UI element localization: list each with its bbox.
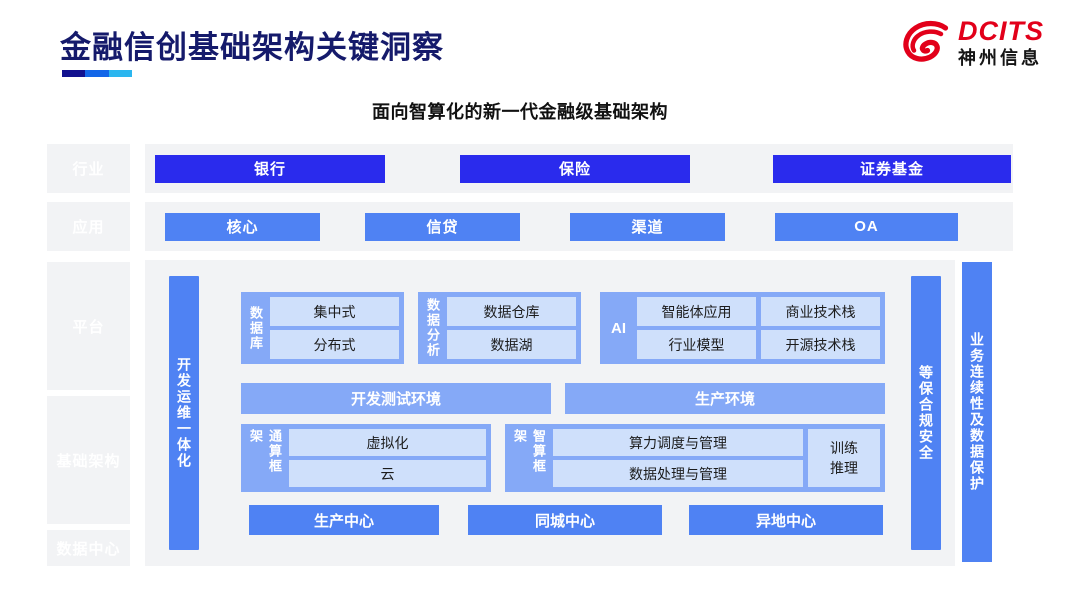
pillar-devops-label: 开发运维一体化 <box>176 357 192 469</box>
title-underline-rule <box>62 70 132 77</box>
row-label-application: 应用 <box>47 202 130 251</box>
page-subtitle: 面向智算化的新一代金融级基础架构 <box>372 102 668 122</box>
application-items: 核心 信贷 渠道 OA <box>145 202 1013 251</box>
group-intelligent-compute-label: 智算框架 <box>512 429 546 474</box>
page-subtitle-wrap: 面向智算化的新一代金融级基础架构 <box>0 98 1080 124</box>
app-item-core[interactable]: 核心 <box>165 212 320 241</box>
rule-segment-1 <box>62 70 86 77</box>
ai-cell-industry-model[interactable]: 行业模型 <box>637 330 756 359</box>
ai-cell-commercial-stack[interactable]: 商业技术栈 <box>761 297 880 326</box>
logo-text-en: DCITS <box>958 16 1044 46</box>
industry-item-bank[interactable]: 银行 <box>155 154 385 183</box>
ai-cell-agent-app[interactable]: 智能体应用 <box>637 297 756 326</box>
industry-item-securities[interactable]: 证券基金 <box>773 154 1011 183</box>
brand-logo: DCITS 神州信息 <box>902 18 1044 67</box>
industry-items: 银行 保险 证券基金 <box>145 144 1013 193</box>
group-general-compute-label: 通算框架 <box>248 429 282 474</box>
ic-train-label: 训练 <box>830 439 858 456</box>
da-cell-lake[interactable]: 数据湖 <box>447 330 576 359</box>
sidebar-label-infrastructure: 基础架构 <box>47 396 130 524</box>
row-panel-application: 核心 信贷 渠道 OA <box>145 202 1013 251</box>
db-cell-centralized[interactable]: 集中式 <box>270 297 399 326</box>
app-item-credit[interactable]: 信贷 <box>365 212 520 241</box>
center-metro[interactable]: 同城中心 <box>468 505 662 535</box>
sidebar-label-platform: 平台 <box>47 262 130 390</box>
rule-segment-2 <box>85 70 109 77</box>
pillar-business-continuity-label: 业务连续性及数据保护 <box>969 332 985 492</box>
group-intelligent-compute-framework[interactable]: 智算框架 算力调度与管理 数据处理与管理 训练 推理 <box>505 424 885 492</box>
group-data-analysis-label: 数据分析 <box>425 298 440 358</box>
env-dev-test[interactable]: 开发测试环境 <box>241 383 551 414</box>
group-ai-label: AI <box>611 319 626 337</box>
group-general-compute-framework[interactable]: 通算框架 虚拟化 云 <box>241 424 491 492</box>
industry-item-insurance[interactable]: 保险 <box>460 154 690 183</box>
group-database[interactable]: 数据库 集中式 分布式 <box>241 292 404 364</box>
ic-infer-label: 推理 <box>830 460 858 476</box>
gc-cell-virtualization[interactable]: 虚拟化 <box>289 429 486 456</box>
pillar-devops[interactable]: 开发运维一体化 <box>169 276 199 550</box>
group-ai[interactable]: AI 智能体应用 行业模型 商业技术栈 开源技术栈 <box>600 292 885 364</box>
pillar-business-continuity[interactable]: 业务连续性及数据保护 <box>962 262 992 562</box>
ai-cell-opensource-stack[interactable]: 开源技术栈 <box>761 330 880 359</box>
env-production[interactable]: 生产环境 <box>565 383 885 414</box>
center-remote[interactable]: 异地中心 <box>689 505 883 535</box>
pillar-compliance-label: 等保合规安全 <box>918 365 934 461</box>
rule-segment-3 <box>108 70 132 77</box>
group-data-analysis[interactable]: 数据分析 数据仓库 数据湖 <box>418 292 581 364</box>
row-panel-industry: 银行 保险 证券基金 <box>145 144 1013 193</box>
sidebar-label-data-center: 数据中心 <box>47 530 130 566</box>
db-cell-distributed[interactable]: 分布式 <box>270 330 399 359</box>
pillar-compliance[interactable]: 等保合规安全 <box>911 276 941 550</box>
logo-text-cn: 神州信息 <box>958 48 1042 68</box>
gc-cell-cloud[interactable]: 云 <box>289 460 486 487</box>
ic-cell-compute-scheduling[interactable]: 算力调度与管理 <box>553 429 803 456</box>
row-label-industry: 行业 <box>47 144 130 193</box>
ic-cell-train-infer[interactable]: 训练 推理 <box>808 429 880 487</box>
da-cell-warehouse[interactable]: 数据仓库 <box>447 297 576 326</box>
group-database-label: 数据库 <box>248 305 263 351</box>
app-item-channel[interactable]: 渠道 <box>570 212 725 241</box>
center-production[interactable]: 生产中心 <box>249 505 439 535</box>
app-item-oa[interactable]: OA <box>775 212 958 241</box>
dcits-swirl-icon <box>903 20 949 62</box>
ic-cell-data-processing[interactable]: 数据处理与管理 <box>553 460 803 487</box>
page-title: 金融信创基础架构关键洞察 <box>60 30 444 65</box>
